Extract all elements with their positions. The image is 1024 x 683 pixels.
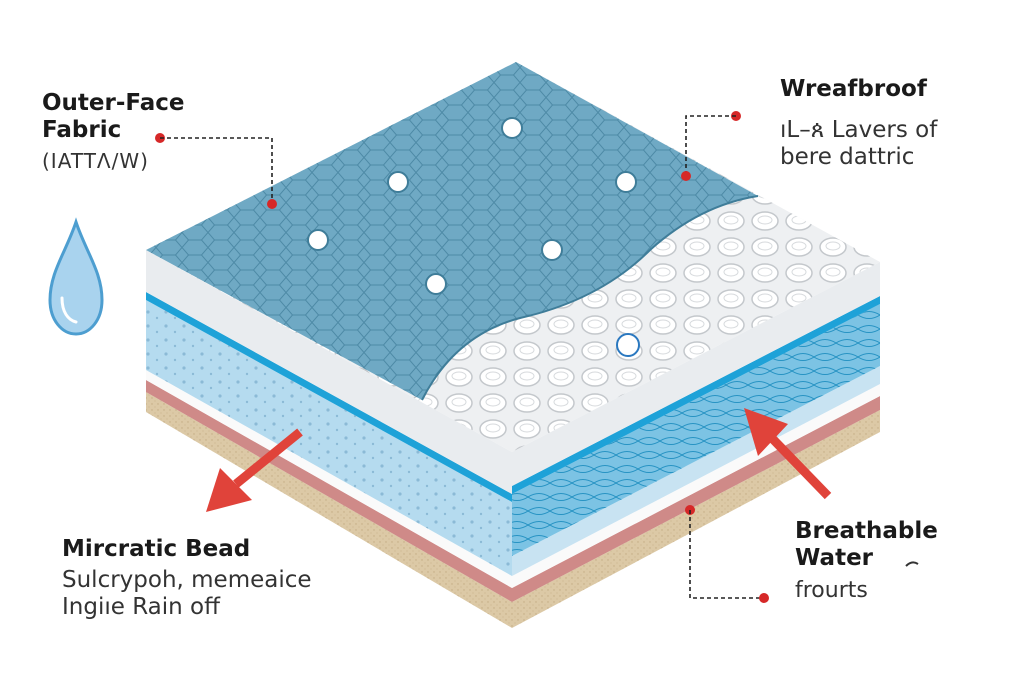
right-light-blue-layer	[512, 366, 880, 576]
label-micro-bead: Mircratic Bead Sulcrypoh, memeaice Ingiı…	[62, 536, 312, 621]
arrow-icon	[744, 408, 832, 500]
leader-outer-face	[155, 133, 277, 209]
left-rose-layer	[146, 380, 512, 602]
right-face-stack	[512, 262, 880, 628]
right-rose-layer	[512, 396, 880, 602]
fabric-peel-edge	[421, 195, 759, 401]
droplet-marker	[387, 171, 409, 193]
outer-face-title-line2: Fabric	[42, 117, 122, 144]
label-waterproof: Wreafbroof ıL–ጰ Lavers of bere dattric	[780, 76, 937, 171]
droplet-marker	[501, 117, 523, 139]
left-white-layer	[146, 370, 512, 588]
leader-waterproof	[681, 111, 741, 181]
waterproof-sub-line1: ıL–ጰ Lavers of	[780, 117, 938, 144]
water-drop-icon	[48, 217, 104, 336]
right-membrane-layer	[512, 262, 880, 486]
leader-breathable	[685, 505, 769, 603]
fabric-droplets	[307, 117, 640, 357]
droplet-marker	[425, 273, 447, 295]
breathable-sub: frourts	[795, 578, 868, 604]
breathable-wave-mark	[905, 561, 919, 567]
right-accent-line	[512, 296, 880, 494]
label-breathable-water: Breathable Water frourts	[795, 518, 938, 604]
droplet-marker	[541, 239, 563, 261]
droplet-marker	[307, 229, 329, 251]
micro-bead-sub-line2: Ingiıe Rain off	[62, 594, 220, 621]
outer-face-title-line1: Outer-Face	[42, 90, 185, 116]
droplet-marker	[616, 333, 640, 357]
right-white-layer	[512, 384, 880, 588]
left-face-stack	[146, 250, 512, 628]
breathable-title-line2: Water	[795, 545, 874, 572]
breathable-title-line1: Breathable	[795, 518, 938, 544]
label-outer-face-fabric: Outer-Face Fabric (IATTΛ/W)	[42, 90, 185, 174]
micro-bead-sub-line1: Sulcrypoh, memeaice	[62, 567, 312, 594]
waterproof-sub-line2: bere dattric	[780, 144, 915, 171]
left-membrane-layer	[146, 250, 512, 494]
waterproof-title: Wreafbroof	[780, 76, 927, 102]
outer-face-sub: (IATTΛ/W)	[42, 149, 149, 174]
left-accent-line	[146, 292, 512, 502]
micro-bead-title: Mircratic Bead	[62, 536, 251, 562]
droplet-marker	[615, 171, 637, 193]
arrow-icon	[206, 428, 303, 512]
